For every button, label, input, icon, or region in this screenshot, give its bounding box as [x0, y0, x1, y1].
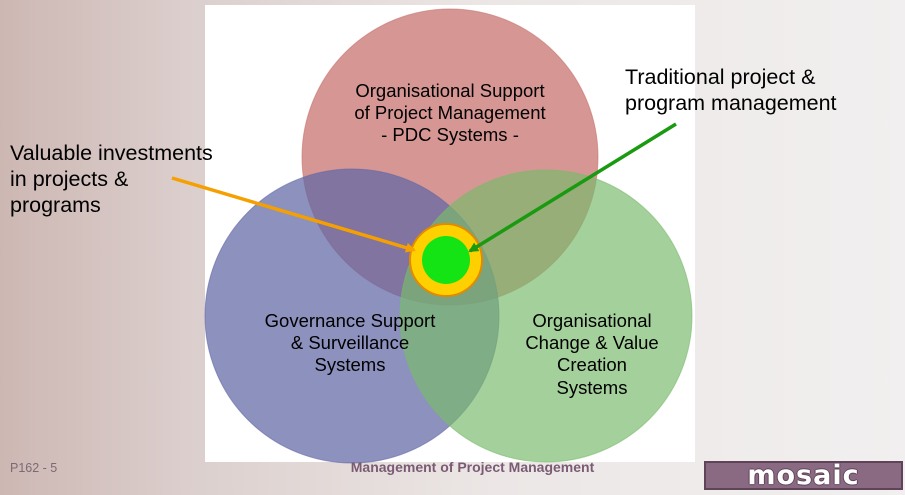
arrow-traditional-management	[468, 122, 677, 253]
arrow-valuable-investments	[171, 176, 416, 253]
page-number: P162 - 5	[10, 461, 58, 475]
mosaic-logo: mosaic	[704, 461, 903, 490]
callout-traditional-management: Traditional project & program management	[625, 65, 837, 115]
circle-label-governance-support: Governance Support & Surveillance System…	[264, 310, 436, 376]
circle-label-organisational-change: Organisational Change & Value Creation S…	[525, 310, 659, 398]
mosaic-logo-text: mosaic	[747, 460, 860, 491]
footer-title: Management of Project Management	[350, 459, 595, 475]
circle-label-organisational-support: Organisational Support of Project Manage…	[354, 80, 546, 146]
callout-valuable-investments: Valuable investments in projects & progr…	[10, 141, 213, 217]
center-core	[422, 236, 470, 284]
